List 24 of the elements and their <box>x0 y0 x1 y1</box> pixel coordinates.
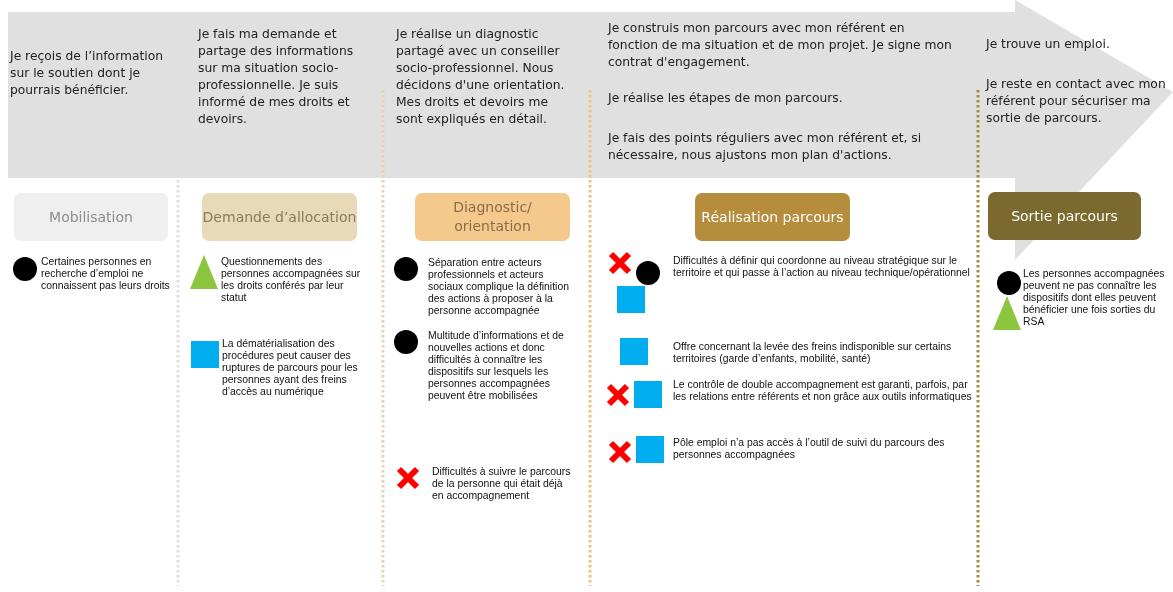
phase-box: Réalisation parcours <box>695 193 850 241</box>
step-description: Je fais des points réguliers avec mon référent et, si nécessaire, nous ajustons mon plan d'actions. <box>608 130 923 164</box>
step-description: Je construis mon parcours avec mon référent en fonction de ma situation et de mon projet. Je signe mon contrat d'engagement. <box>608 20 953 71</box>
issue-text: Offre concernant la levée des freins indisponible sur certains territoires (garde d’enfants, mobilité, santé) <box>673 341 953 365</box>
issue-text: Multitude d’informations et de nouvelles actions et donc difficultés à connaître les dispositifs sur lesquels les personnes accompagnées peuvent être mobilisées <box>428 330 565 402</box>
issue-text: Difficultés à suivre le parcours de la personne qui était déjà en accompagnement <box>432 466 572 502</box>
phase-box: Sortie parcours <box>988 192 1141 240</box>
phase-box: Demande d’allocation <box>202 193 357 241</box>
step-description: Je réalise les étapes de mon parcours. <box>608 90 844 107</box>
step-description: Je reste en contact avec mon référent pour sécuriser ma sortie de parcours. <box>986 76 1166 127</box>
issue-text: Pôle emploi n’a pas accès à l’outil de suivi du parcours des personnes accompagnées <box>673 437 946 461</box>
issue-text: Certaines personnes en recherche d’emploi ne connaissent pas leurs droits <box>41 256 171 292</box>
step-description: Je reçois de l’information sur le soutien dont je pourrais bénéficier. <box>10 48 165 99</box>
step-description: Je fais ma demande et partage des informations sur ma situation socio-professionnelle. Je suis informé de mes droits et devoirs. <box>198 26 355 128</box>
phase-box: Mobilisation <box>14 193 168 241</box>
phase-box: Diagnostic/ orientation <box>415 193 570 241</box>
issue-text: Questionnements des personnes accompagnées sur les droits conférés par leur statut <box>221 256 361 304</box>
issue-text: Difficultés à définir qui coordonne au niveau stratégique sur le territoire et qui passe à l’action au niveau technique/opérationnel <box>673 255 971 279</box>
step-description: Je réalise un diagnostic partagé avec un conseiller socio-professionnel. Nous décidons d'une orientation. Mes droits et devoirs me sont expliqués en détail. <box>396 26 566 128</box>
step-description: Je trouve un emploi. <box>986 36 1111 53</box>
issue-text: Le contrôle de double accompagnement est garanti, parfois, par les relations entre référents et non grâce aux outils informatiques <box>673 379 973 403</box>
issue-text: Les personnes accompagnées peuvent ne pas connaître les dispositifs dont elles peuvent bénéficier une fois sorties du RSA <box>1023 268 1166 328</box>
issue-text: Séparation entre acteurs professionnels et acteurs sociaux complique la définition des actions à proposer à la personne accompagnée <box>428 257 570 317</box>
issue-text: La dématérialisation des procédures peut causer des ruptures de parcours pour les personnes ayant des freins d’accès au numérique <box>222 338 359 398</box>
